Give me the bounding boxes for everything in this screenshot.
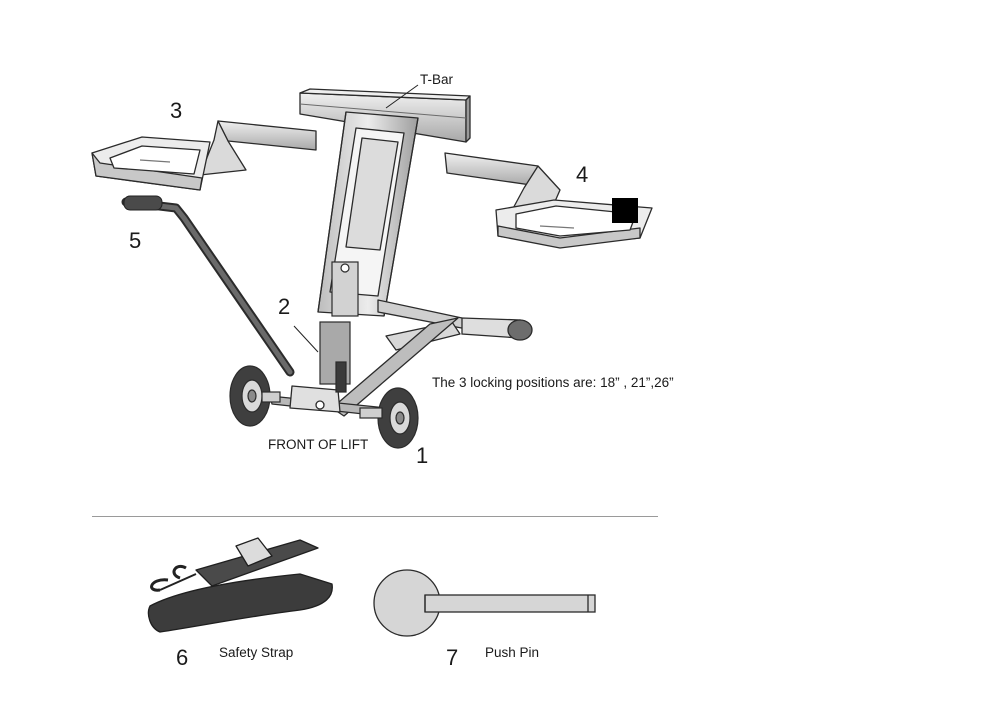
part-number-2: 2 xyxy=(278,294,291,319)
safety-strap-illustration xyxy=(147,537,333,633)
left-wheel xyxy=(229,365,281,427)
t-bar-leader xyxy=(385,84,419,109)
safety-strap-label: Safety Strap xyxy=(219,645,294,660)
t-bar-label: T-Bar xyxy=(420,72,454,87)
section-divider xyxy=(92,516,658,517)
hydraulic-jack xyxy=(319,261,359,393)
part-number-3: 3 xyxy=(170,98,183,123)
part-number-7: 7 xyxy=(446,645,459,670)
locking-positions-note: The 3 locking positions are: 18” , 21”,2… xyxy=(432,375,674,390)
push-pin-illustration xyxy=(373,569,596,637)
part-number-6: 6 xyxy=(176,645,189,670)
lift-base-frame xyxy=(269,299,473,419)
push-pin-label: Push Pin xyxy=(485,645,540,660)
part-number-5: 5 xyxy=(129,228,142,253)
left-lift-arm xyxy=(91,120,317,191)
part-number-1: 1 xyxy=(416,443,429,468)
black-square-marker xyxy=(612,198,638,223)
right-wheel xyxy=(359,387,419,449)
right-lift-arm xyxy=(444,152,653,249)
front-of-lift-label: FRONT OF LIFT xyxy=(268,437,369,452)
rear-roller-handle xyxy=(461,317,533,341)
part-number-4: 4 xyxy=(576,162,589,187)
jack-leader xyxy=(293,325,319,353)
crank-handle xyxy=(121,195,295,377)
